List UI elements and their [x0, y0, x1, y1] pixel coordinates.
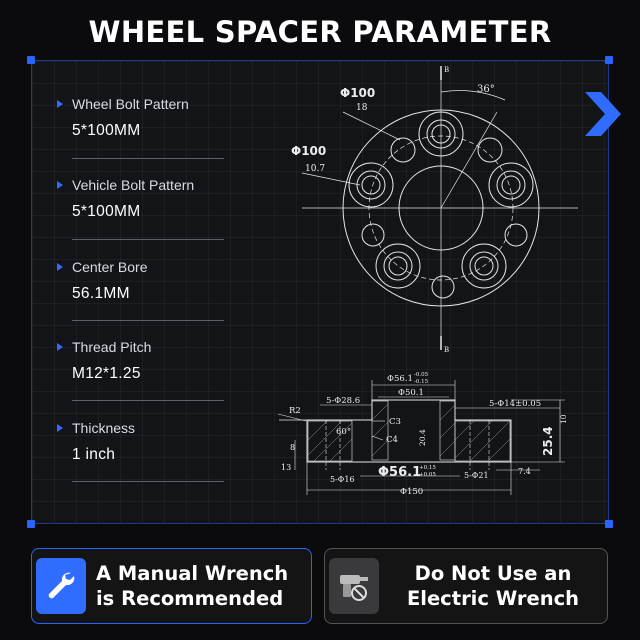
- spec-vehicle-bolt-pattern: Vehicle Bolt Pattern 5*100MM: [57, 177, 225, 240]
- section-angle-label: 60°: [336, 427, 351, 437]
- spec-label: Thread Pitch: [72, 339, 152, 355]
- badge-right-line1: Do Not Use an: [414, 562, 572, 585]
- spec-value: 5*100MM: [72, 122, 141, 139]
- spec-value: 1 inch: [72, 446, 116, 463]
- hole-right-label: 5-Φ21: [464, 471, 489, 480]
- triangle-bullet-icon: [57, 343, 63, 351]
- panel-corner-tr: [605, 56, 613, 64]
- no-electric-wrench-badge: Do Not Use an Electric Wrench: [324, 548, 608, 624]
- chamfer-c3-label: C3: [389, 417, 401, 427]
- bore-lower-tol-bottom: +0.05: [419, 472, 436, 478]
- bore-upper-tol-bottom: -0.15: [414, 379, 429, 385]
- bore-upper-tol-top: -0.05: [414, 372, 429, 378]
- bottom-step-label: 13: [281, 463, 291, 472]
- divider: [72, 320, 224, 321]
- triangle-bullet-icon: [57, 100, 63, 108]
- triangle-bullet-icon: [57, 181, 63, 189]
- wrench-icon: [36, 558, 86, 614]
- inner-dia-label: Φ50.1: [398, 388, 424, 398]
- spec-value: 56.1MM: [72, 285, 130, 302]
- spec-label: Wheel Bolt Pattern: [72, 96, 189, 112]
- bore-lower-label: Φ56.1: [378, 465, 421, 480]
- divider: [72, 400, 224, 401]
- thickness-label: 25.4: [541, 426, 555, 456]
- thread-hole-label: 5-Φ14±0.05: [489, 399, 541, 409]
- page-title: WHEEL SPACER PARAMETER: [88, 15, 552, 49]
- hole-left-label: 5-Φ16: [330, 475, 355, 484]
- spec-value: M12*1.25: [72, 365, 141, 382]
- chamfer-c4-label: C4: [386, 435, 398, 445]
- left-small-label: 8: [290, 443, 295, 452]
- counterbore-label: 5-Φ28.6: [326, 396, 360, 406]
- triangle-bullet-icon: [57, 424, 63, 432]
- divider: [72, 239, 224, 240]
- right-depth-label: 7.4: [518, 467, 531, 476]
- top-depth-label: 10: [559, 414, 568, 424]
- section-mark-b-top: B: [444, 66, 449, 74]
- spec-panel: [31, 60, 609, 524]
- manual-wrench-badge: A Manual Wrench is Recommended: [31, 548, 312, 624]
- angle-label: 36°: [477, 84, 495, 95]
- panel-corner-br: [605, 520, 613, 528]
- panel-corner-bl: [27, 520, 35, 528]
- electric-drill-prohibited-icon: [329, 558, 379, 614]
- spec-label: Thickness: [72, 420, 136, 436]
- section-mark-b-bottom: B: [444, 346, 449, 354]
- spec-thread-pitch: Thread Pitch M12*1.25: [57, 339, 225, 401]
- spec-label: Vehicle Bolt Pattern: [72, 177, 195, 193]
- outer-dia-label: Φ150: [400, 487, 423, 497]
- outer-pcd-label: Φ100: [340, 86, 375, 100]
- spec-center-bore: Center Bore 56.1MM: [57, 259, 225, 321]
- bore-lower-tol-top: +0.15: [419, 465, 436, 471]
- radius-label: R2: [289, 406, 301, 416]
- chevron-right-icon: [585, 92, 621, 136]
- badge-left-line1: A Manual Wrench: [96, 562, 289, 585]
- badge-left-line2: is Recommended: [96, 587, 284, 610]
- outer-hole-label: 18: [356, 103, 368, 113]
- bore-upper-label: Φ56.1: [387, 374, 413, 384]
- spec-value: 5*100MM: [72, 203, 141, 220]
- spec-thickness: Thickness 1 inch: [57, 420, 225, 482]
- triangle-bullet-icon: [57, 263, 63, 271]
- divider: [72, 158, 224, 159]
- inner-pcd-label: Φ100: [291, 144, 326, 158]
- panel-corner-tl: [27, 56, 35, 64]
- divider: [72, 481, 224, 482]
- spec-wheel-bolt-pattern: Wheel Bolt Pattern 5*100MM: [57, 96, 225, 159]
- badge-right-line2: Electric Wrench: [406, 587, 580, 610]
- depth-label: 20.4: [418, 429, 427, 446]
- spec-label: Center Bore: [72, 259, 148, 275]
- inner-hole-label: 10.7: [305, 164, 325, 174]
